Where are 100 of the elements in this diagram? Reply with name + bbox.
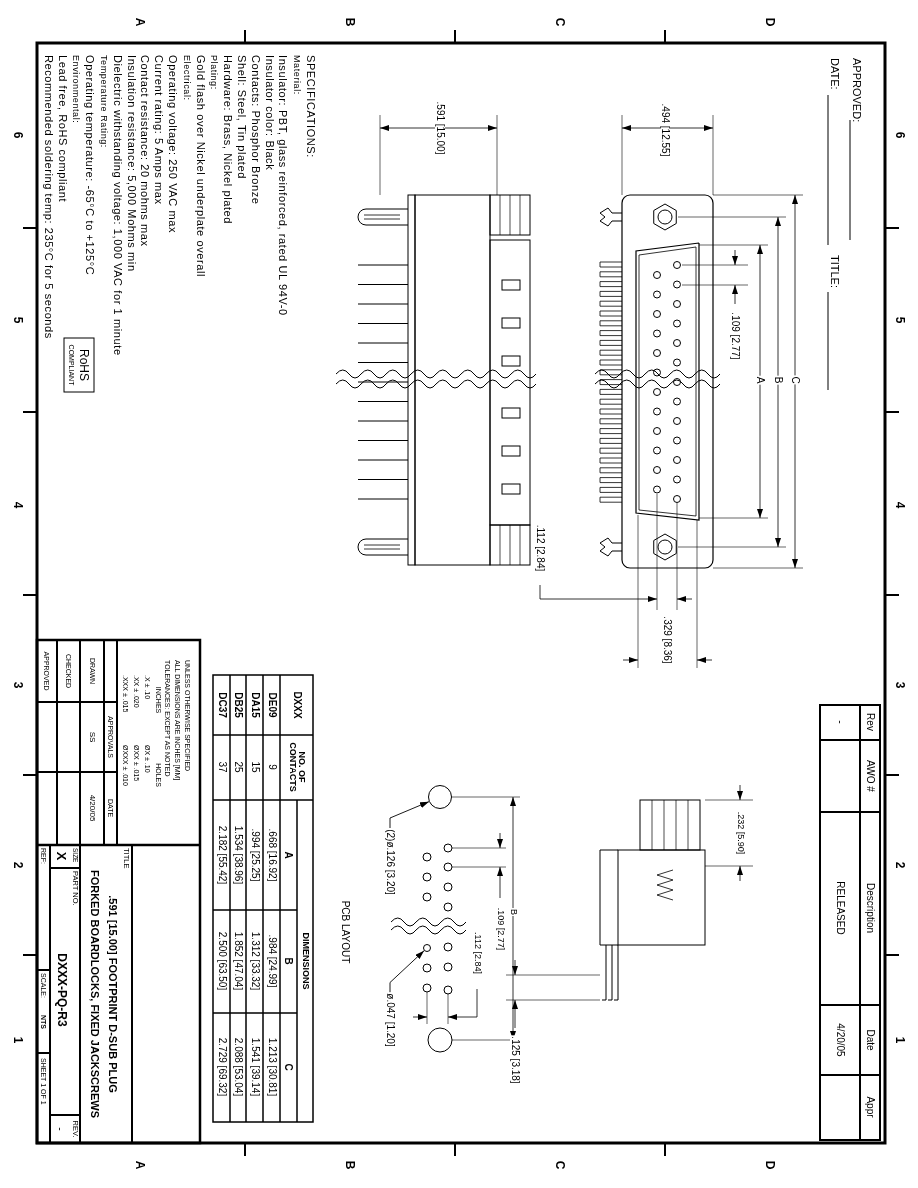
zone-marker: 6 [12, 131, 24, 139]
spec-text: Lead free, RoHS compliant [56, 55, 68, 203]
spec-text: Dielectric withstanding voltage: 1,000 VAC for 1 minute [111, 55, 123, 356]
zone-marker: B [344, 17, 356, 27]
title-text: FORKED BOARDLOCKS, FIXED JACKSCREWS [88, 869, 100, 1119]
dimension-label: .494 [12.55] [660, 102, 670, 158]
column-header: Description [865, 883, 875, 933]
certification-mark: RoHS [78, 349, 90, 381]
dimension-label: C [790, 375, 800, 385]
table-value: 2.088 [53.04] [233, 1037, 243, 1097]
zone-marker: C [554, 1160, 566, 1170]
table-value: RELEASED [835, 881, 845, 935]
spec-text: Insulator: PBT, glass reinforced, rated UL 94V-0 [276, 55, 288, 316]
column-header: DXXX [292, 691, 302, 719]
table-value: 4/20/05 [835, 1023, 845, 1057]
table-value: 15 [250, 761, 260, 773]
spec-text: Contact resistance: 20 mohms max [138, 55, 150, 247]
dimension-label: .591 [15.00] [435, 100, 445, 156]
zone-marker: 2 [894, 861, 906, 869]
column-header: B [283, 957, 293, 965]
row-header: DB25 [233, 692, 243, 718]
row-header: DA15 [250, 692, 260, 718]
zone-marker: 6 [894, 131, 906, 139]
zone-marker: 1 [12, 1036, 24, 1044]
column-header: AWO # [865, 760, 875, 792]
column-header: DIMENSIONS [300, 932, 310, 990]
table-value: 1.312 [33.32] [250, 931, 260, 991]
zone-marker: A [134, 17, 146, 27]
title-text: .591 [15.00] FOOTPRINT D-SUB PLUG [106, 895, 118, 1093]
table-value: 1.534 [38.96] [233, 825, 243, 885]
spec-text: Operating temperature: -65°C to +125°C [83, 55, 95, 276]
zone-marker: 4 [894, 501, 906, 509]
zone-marker: 3 [894, 681, 906, 689]
zone-marker: 5 [894, 316, 906, 324]
dimension-label: B [508, 908, 518, 916]
zone-marker: A [134, 1160, 146, 1170]
table-value: .994 [25.25] [250, 828, 260, 882]
table-value: 1.541 [39.14] [250, 1037, 260, 1097]
spec-text: Insulator color: Black [263, 55, 275, 171]
table-value: 4/20/05 [88, 794, 96, 822]
view-caption: PCB LAYOUT [340, 900, 350, 964]
spec-text: Insulation resistance: 5,000 Mohms min [125, 55, 137, 272]
table-value: 25 [233, 761, 243, 773]
spec-text: Operating voltage: 250 VAC max [166, 55, 178, 233]
spec-subheading: Environmental: [70, 55, 80, 124]
column-header: A [283, 851, 293, 859]
table-value: 37 [217, 761, 227, 773]
table-value: - [835, 720, 845, 724]
table-value: 2.500 [63.50] [217, 931, 227, 991]
spec-subheading: Plating: [208, 55, 218, 90]
table-value: 9 [267, 764, 277, 770]
zone-marker: D [764, 17, 776, 27]
zone-marker: 1 [894, 1036, 906, 1044]
zone-marker: C [554, 17, 566, 27]
zone-marker: B [344, 1160, 356, 1170]
table-value: SS [88, 731, 96, 743]
table-value: DXXX-PQ-R3 [56, 953, 68, 1027]
spec-text: Gold flash over Nickel underplate overall [194, 55, 206, 278]
zone-marker: 4 [12, 501, 24, 509]
row-header: DE09 [267, 692, 277, 718]
dimension-label: (2)ø.126 [3.20] [385, 828, 395, 896]
table-value: 2.182 [55.42] [217, 825, 227, 885]
spec-text: Current rating: 5 Amps max [152, 55, 164, 205]
spec-heading: SPECIFICATIONS: [304, 55, 316, 158]
dimension-label: .112 [2.84] [535, 523, 545, 573]
table-value: 1.213 [30.81] [267, 1037, 277, 1097]
row-header: DC37 [217, 692, 227, 718]
dimension-label: .109 [2.77] [495, 906, 505, 952]
field-label: TITLE: [828, 255, 840, 288]
zone-marker: 2 [12, 861, 24, 869]
table-value: X [54, 851, 68, 861]
spec-subheading: Material: [291, 55, 301, 95]
spec-text: Hardware: Brass, Nickel plated [221, 55, 233, 224]
zone-marker: 3 [12, 681, 24, 689]
table-value: - [55, 1127, 65, 1131]
table-value: .984 [24.99] [267, 934, 277, 988]
spec-text: Contacts: Phosphor Bronze [249, 55, 261, 205]
spec-text: Shell: Steel, Tin plated [235, 55, 247, 179]
table-value: .668 [16.92] [267, 828, 277, 882]
dimension-label: .109 [2.77] [730, 311, 740, 361]
table-value: 1.852 [47.04] [233, 931, 243, 991]
spec-text: Recommended soldering temp: 235°C for 5 seconds [42, 55, 54, 339]
dimension-label: A [755, 375, 765, 385]
column-header: Rev [865, 713, 875, 731]
field-label: DATE: [828, 58, 840, 90]
column-header: C [283, 1063, 293, 1071]
field-label: APPROVED: [850, 58, 862, 123]
zone-marker: D [764, 1160, 776, 1170]
dimension-label: .112 [2.84] [472, 931, 482, 975]
dimension-label: ø.047 [1.20] [385, 992, 395, 1048]
spec-subheading: Temperature Rating: [98, 55, 108, 148]
dimension-label: B [773, 375, 783, 385]
column-header: Date [865, 1029, 875, 1051]
dimension-label: .232 [5.90] [735, 810, 745, 856]
dimension-label: .125 [3.18] [510, 1035, 520, 1085]
dimension-label: .329 [8.36] [662, 615, 672, 665]
zone-marker: 5 [12, 316, 24, 324]
column-header: NO. OF CONTACTS [288, 741, 306, 794]
spec-subheading: Electrical: [181, 55, 191, 101]
table-value: 2.729 [69.32] [217, 1037, 227, 1097]
